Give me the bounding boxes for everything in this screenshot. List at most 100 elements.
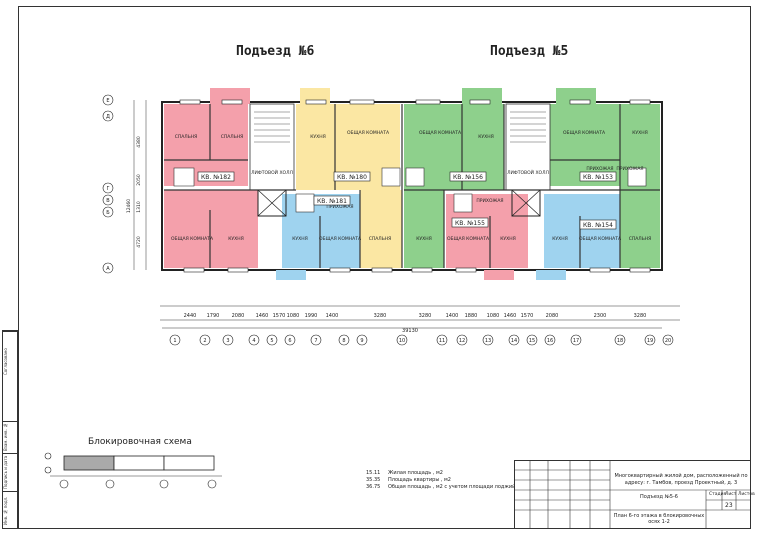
svg-text:2050: 2050 (136, 174, 142, 186)
svg-text:ПРИХОЖАЯ: ПРИХОЖАЯ (476, 198, 503, 204)
svg-text:1080: 1080 (287, 313, 300, 319)
svg-text:1400: 1400 (446, 313, 459, 319)
svg-text:ПРИХОЖАЯ: ПРИХОЖАЯ (586, 166, 613, 172)
svg-text:1: 1 (173, 338, 176, 344)
svg-text:СПАЛЬНЯ: СПАЛЬНЯ (369, 236, 392, 242)
svg-text:13: 13 (485, 338, 491, 344)
side-stamp-strip: Согласовано Взам. инв. № Подпись и дата … (2, 330, 18, 529)
bottom-dimensions: 2440 1790 2080 1460 1570 1080 1990 1400 … (184, 313, 647, 334)
apt-156-kitchen (404, 190, 444, 268)
svg-text:ПРИХОЖАЯ: ПРИХОЖАЯ (326, 204, 353, 210)
svg-text:18: 18 (617, 338, 623, 344)
stair-core-5 (505, 103, 551, 191)
svg-text:КУХНЯ: КУХНЯ (478, 134, 494, 140)
svg-text:12: 12 (459, 338, 465, 344)
svg-text:КУХНЯ: КУХНЯ (310, 134, 326, 140)
svg-text:СПАЛЬНЯ: СПАЛЬНЯ (175, 134, 198, 140)
svg-text:19: 19 (647, 338, 653, 344)
svg-text:ПРИХОЖАЯ: ПРИХОЖАЯ (616, 166, 643, 172)
room-labels: СПАЛЬНЯ СПАЛЬНЯ ОБЩАЯ КОМНАТА КУХНЯ КУХН… (171, 130, 651, 242)
svg-text:СПАЛЬНЯ: СПАЛЬНЯ (629, 236, 652, 242)
svg-text:2080: 2080 (232, 313, 245, 319)
svg-text:КВ. №154: КВ. №154 (583, 222, 613, 229)
block-scheme-block (113, 455, 165, 471)
stair-treads (254, 111, 546, 143)
svg-text:3280: 3280 (419, 313, 432, 319)
svg-text:КВ. №180: КВ. №180 (337, 174, 367, 181)
svg-text:КУХНЯ: КУХНЯ (632, 130, 648, 136)
svg-text:2300: 2300 (594, 313, 607, 319)
svg-text:20: 20 (665, 338, 671, 344)
vertical-dimensions: 4380 2050 1310 12460 4720 (126, 136, 142, 248)
svg-text:16: 16 (547, 338, 553, 344)
block-scheme (44, 452, 222, 489)
apt-154-loggia (536, 270, 566, 280)
title-address: Многоквартирный жилой дом, расположенный… (614, 473, 748, 486)
svg-text:4720: 4720 (136, 236, 142, 248)
title-entrance: Подъезд №5-6 (640, 494, 678, 500)
apt-180-bedroom (360, 190, 402, 268)
svg-text:14: 14 (511, 338, 517, 344)
axis-lines (160, 305, 680, 321)
apt-181 (282, 194, 360, 268)
svg-text:1570: 1570 (273, 313, 286, 319)
svg-text:1460: 1460 (504, 313, 517, 319)
svg-text:3280: 3280 (374, 313, 387, 319)
svg-text:А: А (106, 266, 110, 272)
svg-text:1460: 1460 (256, 313, 269, 319)
svg-text:2: 2 (203, 338, 206, 344)
svg-text:8: 8 (342, 338, 345, 344)
svg-text:1310: 1310 (136, 201, 142, 213)
svg-text:КВ. №153: КВ. №153 (583, 174, 613, 181)
svg-text:ОБЩАЯ КОМНАТА: ОБЩАЯ КОМНАТА (579, 236, 622, 242)
bathrooms (173, 167, 647, 213)
sheet-label: Лист (725, 492, 737, 497)
svg-text:1400: 1400 (326, 313, 339, 319)
entrance-5-title: Подъезд №5 (490, 44, 569, 59)
svg-text:1880: 1880 (465, 313, 478, 319)
sheets-label: Листов (738, 492, 755, 497)
axis-bubbles: 1 2 3 4 5 6 7 8 9 10 11 12 13 14 15 16 1… (169, 334, 674, 346)
svg-text:15: 15 (529, 338, 535, 344)
svg-text:6: 6 (288, 338, 291, 344)
sheet-title: План 6-го этажа в блокировочных осях 1-2 (613, 513, 705, 525)
svg-text:Б: Б (106, 210, 110, 216)
svg-text:17: 17 (573, 338, 579, 344)
svg-text:КУХНЯ: КУХНЯ (292, 236, 308, 242)
svg-text:ЛИФТОВОЙ ХОЛЛ: ЛИФТОВОЙ ХОЛЛ (251, 169, 293, 176)
svg-text:Г: Г (106, 186, 109, 192)
svg-text:КУХНЯ: КУХНЯ (228, 236, 244, 242)
svg-text:ОБЩАЯ КОМНАТА: ОБЩАЯ КОМНАТА (347, 130, 390, 136)
apt-182-lower (164, 190, 258, 268)
svg-text:4380: 4380 (136, 136, 142, 148)
svg-text:Д: Д (106, 114, 110, 120)
svg-text:ЛИФТОВОЙ ХОЛЛ: ЛИФТОВОЙ ХОЛЛ (507, 169, 549, 176)
title-block: Многоквартирный жилой дом, расположенный… (514, 460, 755, 529)
svg-text:КУХНЯ: КУХНЯ (552, 236, 568, 242)
title-block-grid (514, 460, 751, 529)
block-scheme-hatched (63, 455, 115, 471)
windows (179, 99, 651, 273)
svg-text:9: 9 (360, 338, 363, 344)
svg-text:39130: 39130 (402, 328, 418, 334)
interior-walls (164, 104, 660, 268)
entrance-6-title: Подъезд №6 (236, 44, 315, 59)
apt-181-loggia (276, 270, 306, 280)
svg-text:3: 3 (226, 338, 229, 344)
stage-label: Стадия (709, 492, 727, 497)
drawing-frame (18, 6, 751, 529)
apt-155-loggia (484, 270, 514, 280)
svg-text:10: 10 (399, 338, 405, 344)
svg-text:КВ. №156: КВ. №156 (453, 174, 483, 181)
svg-text:4: 4 (252, 338, 255, 344)
svg-text:1790: 1790 (207, 313, 220, 319)
svg-text:ОБЩАЯ КОМНАТА: ОБЩАЯ КОМНАТА (319, 236, 362, 242)
svg-text:ОБЩАЯ КОМНАТА: ОБЩАЯ КОМНАТА (447, 236, 490, 242)
svg-text:ОБЩАЯ КОМНАТА: ОБЩАЯ КОМНАТА (563, 130, 606, 136)
svg-text:ОБЩАЯ КОМНАТА: ОБЩАЯ КОМНАТА (419, 130, 462, 136)
block-scheme-block (163, 455, 215, 471)
